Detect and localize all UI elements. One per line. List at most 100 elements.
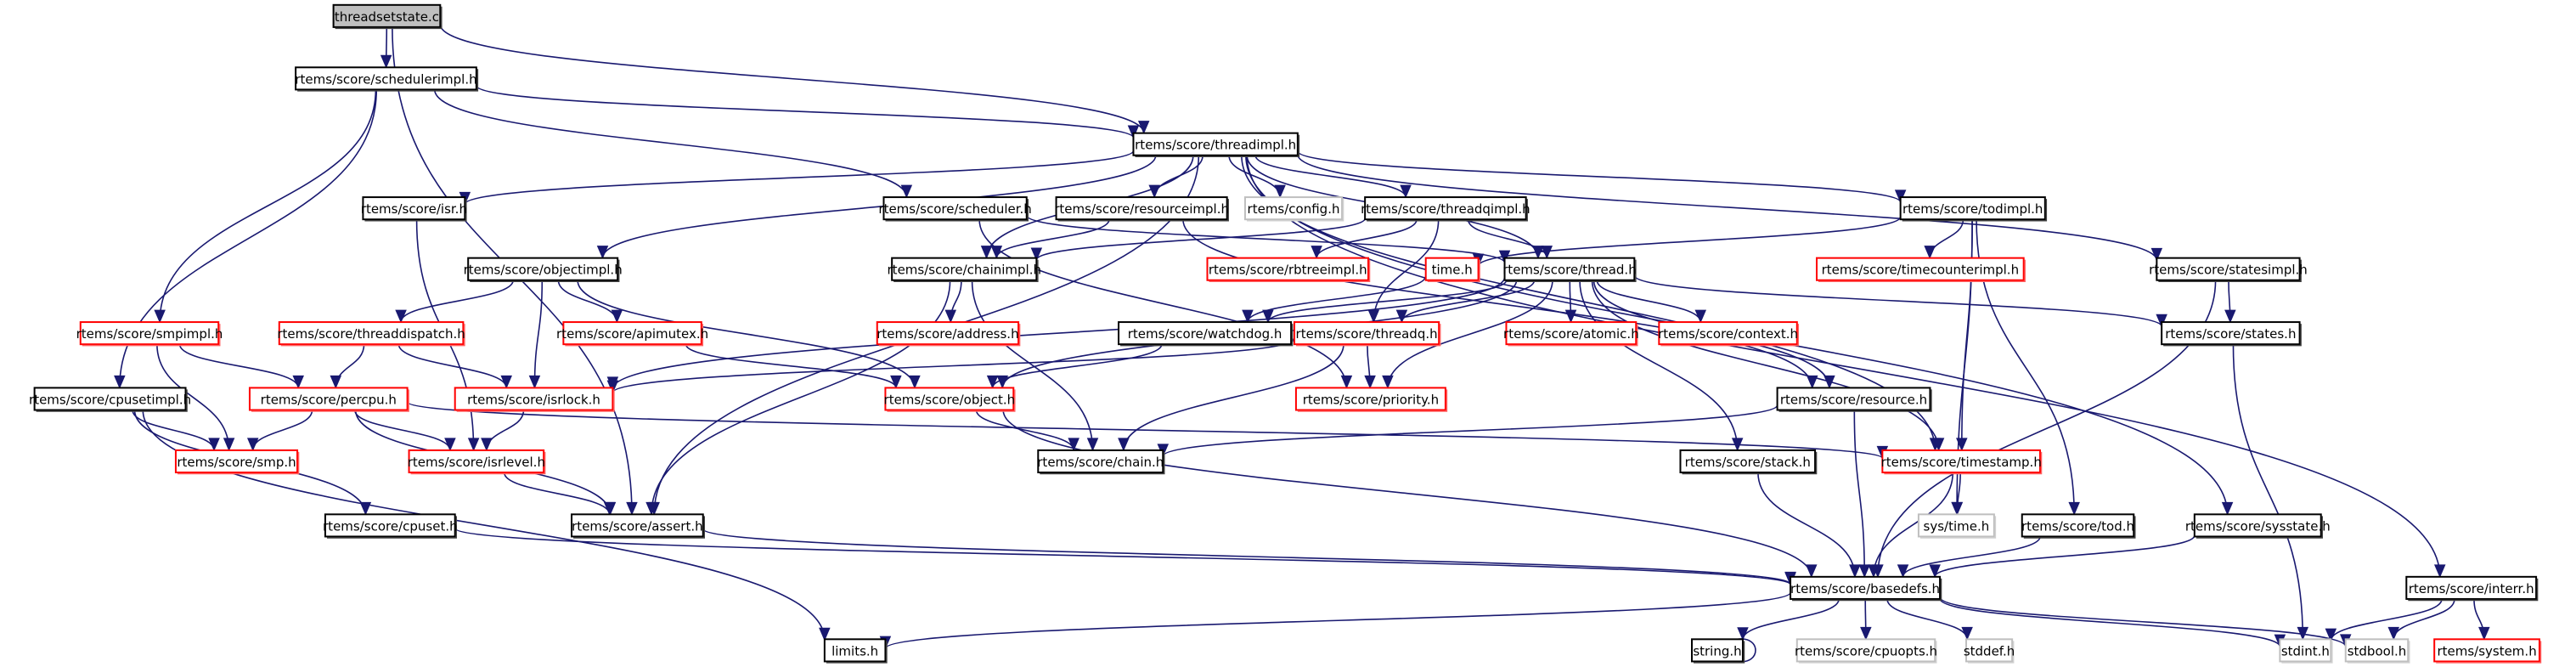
node-box bbox=[882, 196, 1028, 221]
edge-states-h-to-stdint-h bbox=[2232, 344, 2309, 641]
node-shadow bbox=[2158, 259, 2302, 282]
node-timestamp-h[interactable]: rtems/score/timestamp.h bbox=[1881, 449, 2043, 475]
node-stdbool-h[interactable]: stdbool.h bbox=[2344, 638, 2410, 664]
node-label: rtems/score/interr.h bbox=[2409, 581, 2534, 596]
edge-thread-h-to-threadq-h bbox=[1395, 280, 1536, 324]
node-time-h[interactable]: time.h bbox=[1424, 257, 1480, 282]
node-thread-h[interactable]: rtems/score/thread.h bbox=[1502, 257, 1637, 282]
edge-chainimpl-h-to-chain-h bbox=[971, 280, 1099, 452]
node-limits-h[interactable]: limits.h bbox=[823, 638, 888, 664]
node-shadow bbox=[1884, 451, 2043, 475]
node-shadow bbox=[2023, 516, 2136, 539]
node-states-h[interactable]: rtems/score/states.h bbox=[2161, 321, 2302, 347]
edge-smpimpl-h-to-smp-h bbox=[156, 344, 235, 452]
node-shadow bbox=[1798, 641, 1937, 664]
node-cpusetimpl-h[interactable]: rtems/score/cpusetimpl.h bbox=[29, 387, 191, 412]
node-system-h[interactable]: rtems/system.h bbox=[2433, 638, 2542, 664]
node-label: rtems/score/percpu.h bbox=[261, 392, 397, 407]
node-string-h[interactable]: string.h bbox=[1691, 638, 1745, 664]
node-chainimpl-h[interactable]: rtems/score/chainimpl.h bbox=[888, 257, 1041, 282]
node-shadow bbox=[826, 641, 888, 664]
node-box bbox=[2433, 638, 2540, 663]
node-rbtreeimpl-h[interactable]: rtems/score/rbtreeimpl.h bbox=[1206, 257, 1371, 282]
node-assert-h[interactable]: rtems/score/assert.h bbox=[571, 513, 706, 539]
node-label: rtems/score/chain.h bbox=[1037, 455, 1164, 470]
node-resource-h[interactable]: rtems/score/resource.h bbox=[1776, 387, 1932, 412]
node-systime-h[interactable]: sys/time.h bbox=[1917, 513, 1997, 539]
node-schedulerimpl-h[interactable]: rtems/score/schedulerimpl.h bbox=[295, 66, 479, 92]
node-shadow bbox=[1427, 259, 1480, 282]
node-label: rtems/score/smpimpl.h bbox=[76, 326, 223, 342]
node-threadqimpl-h[interactable]: rtems/score/threadqimpl.h bbox=[1361, 196, 1530, 222]
node-todimpl-h[interactable]: rtems/score/todimpl.h bbox=[1899, 196, 2048, 222]
node-shadow bbox=[36, 389, 188, 412]
node-shadow bbox=[893, 259, 1039, 282]
node-isrlock-h[interactable]: rtems/score/isrlock.h bbox=[454, 387, 615, 412]
node-shadow bbox=[1792, 578, 1942, 602]
node-box bbox=[1691, 638, 1744, 663]
node-smp-h[interactable]: rtems/score/smp.h bbox=[174, 449, 300, 475]
node-tod-h[interactable]: rtems/score/tod.h bbox=[2021, 513, 2136, 539]
node-threadimpl-h[interactable]: rtems/score/threadimpl.h bbox=[1132, 132, 1300, 158]
node-shadow bbox=[1919, 516, 1997, 539]
node-isrlevel-h[interactable]: rtems/score/isrlevel.h bbox=[408, 449, 546, 475]
node-apimutex-h[interactable]: rtems/score/apimutex.h bbox=[556, 321, 708, 347]
node-basedefs-h[interactable]: rtems/score/basedefs.h bbox=[1790, 575, 1942, 602]
node-smpimpl-h[interactable]: rtems/score/smpimpl.h bbox=[76, 321, 223, 347]
node-shadow bbox=[82, 324, 221, 347]
node-atomic-h[interactable]: rtems/score/atomic.h bbox=[1503, 321, 1639, 347]
node-interr-h[interactable]: rtems/score/interr.h bbox=[2405, 575, 2539, 602]
node-threaddispatch-h[interactable]: rtems/score/threaddispatch.h bbox=[277, 321, 465, 347]
node-objectimpl-h[interactable]: rtems/score/objectimpl.h bbox=[464, 257, 623, 282]
node-label: rtems/score/schedulerimpl.h bbox=[295, 71, 476, 87]
edge-threadimpl-h-to-todimpl-h bbox=[1297, 150, 1907, 204]
node-stdint-h[interactable]: stdint.h bbox=[2279, 638, 2333, 664]
node-box bbox=[295, 66, 477, 91]
node-shadow bbox=[1040, 451, 1165, 475]
node-watchdog-h[interactable]: rtems/score/watchdog.h bbox=[1118, 321, 1294, 347]
node-stddef-h[interactable]: stddef.h bbox=[1964, 638, 2015, 664]
node-stack-h[interactable]: rtems/score/stack.h bbox=[1679, 449, 1818, 475]
node-statesimpl-h[interactable]: rtems/score/statesimpl.h bbox=[2149, 257, 2308, 282]
edge-schedulerimpl-h-to-threadimpl-h bbox=[476, 85, 1140, 139]
node-shadow bbox=[456, 389, 615, 412]
node-context-h[interactable]: rtems/score/context.h bbox=[1658, 321, 1800, 347]
node-scheduler-h[interactable]: rtems/score/scheduler.h bbox=[878, 196, 1032, 222]
node-isr-h[interactable]: rtems/score/isr.h bbox=[361, 196, 467, 222]
node-label: sys/time.h bbox=[1924, 518, 1990, 534]
node-box bbox=[1790, 575, 1942, 600]
node-label: time.h bbox=[1432, 263, 1473, 278]
node-percpu-h[interactable]: rtems/score/percpu.h bbox=[248, 387, 409, 412]
node-box bbox=[1816, 257, 2025, 281]
node-config-h[interactable]: rtems/config.h bbox=[1243, 196, 1344, 222]
node-box bbox=[876, 321, 1020, 346]
node-shadow bbox=[885, 199, 1029, 222]
edge-smpimpl-h-to-percpu-h bbox=[178, 343, 304, 389]
node-label: rtems/score/address.h bbox=[877, 326, 1018, 342]
edge-basedefs-h-to-cpuopts-h bbox=[1860, 598, 1872, 641]
node-label: rtems/score/timecounterimpl.h bbox=[1822, 263, 2019, 278]
edge-thread-h-to-timestamp-h bbox=[1591, 280, 1945, 452]
node-threadq-h[interactable]: rtems/score/threadq.h bbox=[1293, 321, 1441, 347]
node-address-h[interactable]: rtems/score/address.h bbox=[876, 321, 1021, 347]
node-resourceimpl-h[interactable]: rtems/score/resourceimpl.h bbox=[1054, 196, 1229, 222]
node-chain-h[interactable]: rtems/score/chain.h bbox=[1037, 449, 1165, 475]
node-label: rtems/score/cpuset.h bbox=[323, 518, 458, 534]
edge-basedefs-h-to-stddef-h bbox=[1886, 598, 1973, 641]
node-shadow bbox=[1778, 389, 1932, 412]
node-timecounterimpl-h[interactable]: rtems/score/timecounterimpl.h bbox=[1816, 257, 2026, 282]
node-box bbox=[884, 387, 1015, 411]
node-sysstate-h[interactable]: rtems/score/sysstate.h bbox=[2185, 513, 2331, 539]
node-object-h[interactable]: rtems/score/object.h bbox=[884, 387, 1016, 412]
node-box bbox=[1132, 132, 1299, 156]
node-cpuopts-h[interactable]: rtems/score/cpuopts.h bbox=[1795, 638, 1937, 664]
node-box bbox=[454, 387, 614, 411]
node-box bbox=[33, 387, 187, 411]
node-threadsetstate-c[interactable]: threadsetstate.c bbox=[332, 3, 442, 30]
node-shadow bbox=[2408, 578, 2539, 602]
node-box bbox=[2279, 638, 2332, 663]
node-label: stdint.h bbox=[2281, 643, 2330, 659]
node-label: string.h bbox=[1693, 643, 1741, 659]
node-priority-h[interactable]: rtems/score/priority.h bbox=[1294, 387, 1448, 412]
node-cpuset-h[interactable]: rtems/score/cpuset.h bbox=[323, 513, 458, 539]
